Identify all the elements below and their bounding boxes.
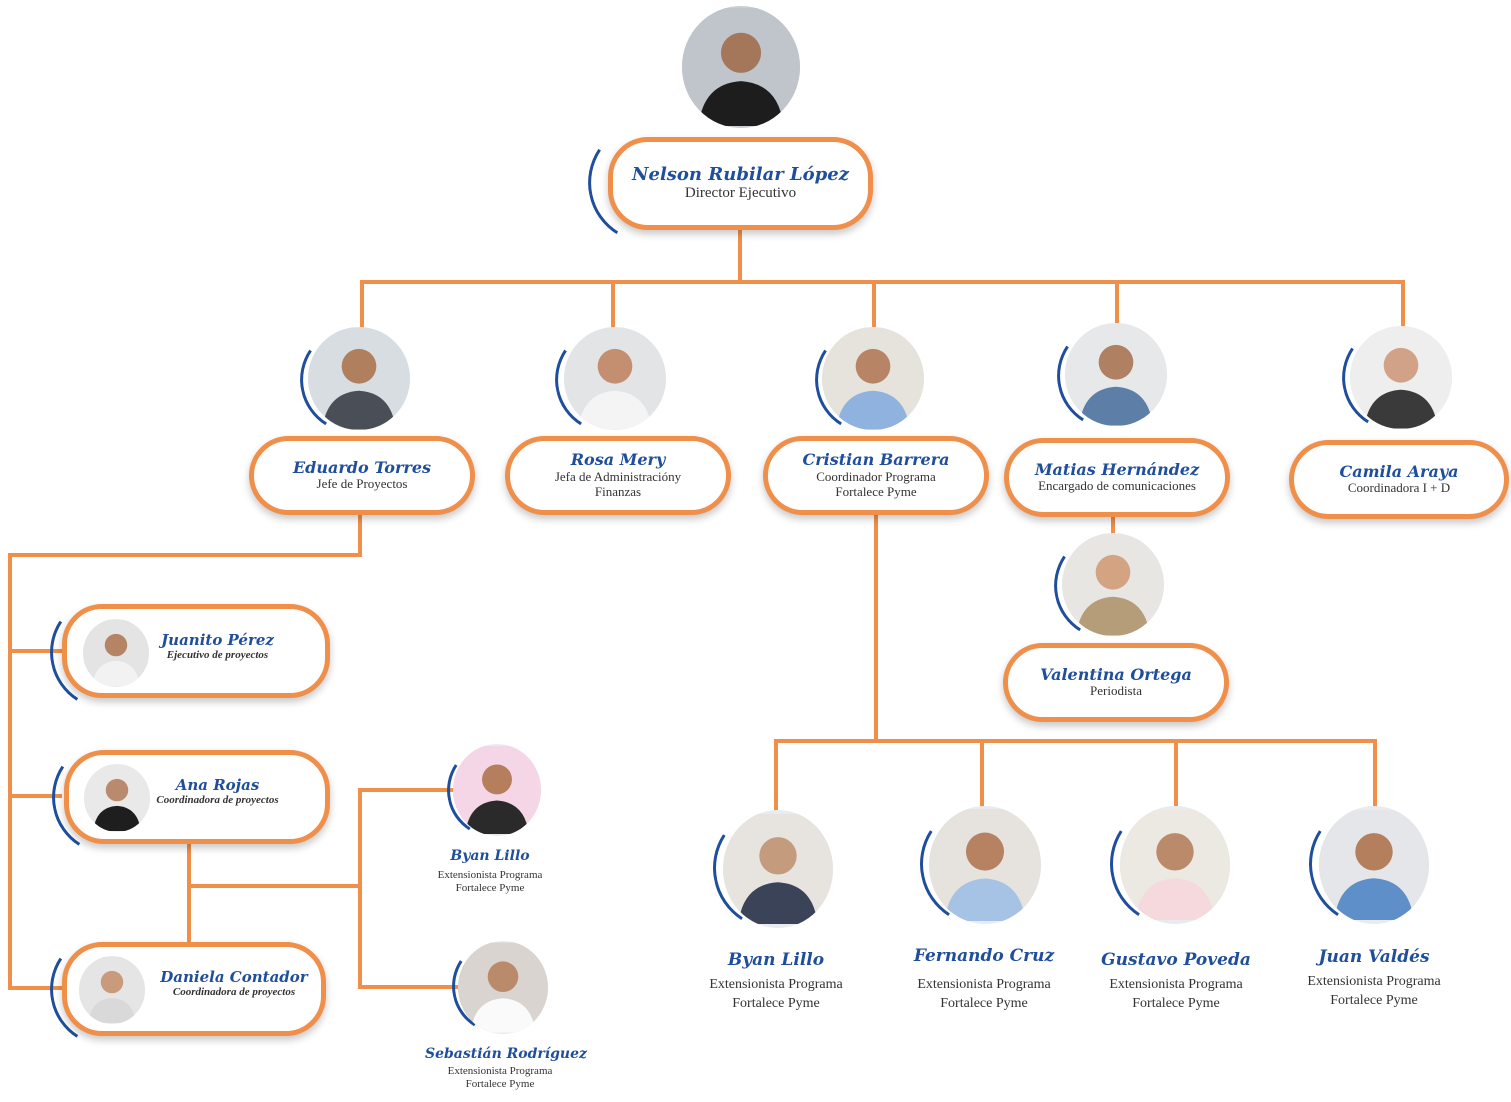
- person-photo-icon: [822, 327, 924, 430]
- manager-card: Eduardo Torres Jefe de Proyectos: [249, 436, 475, 515]
- person-role-line1: Extensionista Programa: [917, 976, 1051, 992]
- person-role-line2: Fortalece Pyme: [940, 995, 1028, 1011]
- person-role-line2: Fortalece Pyme: [465, 1077, 535, 1090]
- person-name: Juanito Pérez: [161, 631, 274, 649]
- extensionist-text: Byan Lillo Extensionista Programa Fortal…: [420, 848, 560, 894]
- person-role: Director Ejecutivo: [684, 185, 797, 202]
- extensionist-text: Gustavo Poveda Extensionista Programa Fo…: [1090, 950, 1262, 1012]
- person-role: Coordinadora de proyectos: [172, 986, 296, 999]
- person-role: Periodista: [1090, 683, 1142, 699]
- person-role: Jefe de Proyectos: [316, 476, 408, 492]
- person-photo-icon: [84, 764, 150, 832]
- person-role-line2: Finanzas: [594, 483, 642, 499]
- person-role-line1: Extensionista Programa: [709, 976, 843, 992]
- person-photo-icon: [564, 327, 666, 430]
- person-photo-icon: [1319, 806, 1429, 924]
- extensionist-text: Fernando Cruz Extensionista Programa For…: [898, 946, 1070, 1012]
- person-name: Fernando Cruz: [913, 946, 1055, 966]
- person-name: Valentina Ortega: [1040, 664, 1192, 684]
- person-photo-icon: [83, 619, 149, 687]
- person-photo-icon: [723, 810, 833, 928]
- person-role-line1: Extensionista Programa: [1307, 973, 1441, 989]
- person-photo-icon: [308, 327, 410, 430]
- person-name: Cristian Barrera: [802, 450, 950, 470]
- manager-card: Rosa Mery Jefa de Administracióny Finanz…: [505, 436, 731, 515]
- person-role-line1: Extensionista Programa: [447, 1065, 553, 1078]
- person-photo-icon: [458, 941, 548, 1034]
- person-name: Rosa Mery: [570, 450, 666, 470]
- person-role-line2: Fortalece Pyme: [835, 483, 917, 499]
- extensionist-text: Juan Valdés Extensionista Programa Forta…: [1288, 947, 1460, 1009]
- person-role-line2: Fortalece Pyme: [1132, 995, 1220, 1011]
- person-photo-icon: [453, 744, 541, 836]
- extensionist-text: Byan Lillo Extensionista Programa Fortal…: [690, 950, 862, 1012]
- person-role-line1: Extensionista Programa: [1109, 976, 1243, 992]
- person-name: Juan Valdés: [1318, 947, 1430, 967]
- person-photo-icon: [1065, 323, 1167, 426]
- person-role-line2: Fortalece Pyme: [1330, 992, 1418, 1008]
- project-team-text: Daniela Contador Coordinadora de proyect…: [155, 968, 313, 999]
- person-name: Camila Araya: [1339, 461, 1459, 481]
- person-name: Eduardo Torres: [292, 457, 432, 477]
- director-card: Nelson Rubilar López Director Ejecutivo: [608, 137, 873, 230]
- person-role-line2: Fortalece Pyme: [732, 995, 820, 1011]
- person-name: Gustavo Poveda: [1101, 950, 1251, 970]
- manager-card: Camila Araya Coordinadora I + D: [1289, 440, 1509, 519]
- person-role: Coordinadora de proyectos: [156, 794, 279, 807]
- person-name: Sebastián Rodríguez: [425, 1046, 587, 1062]
- person-name: Nelson Rubilar López: [632, 163, 849, 185]
- person-role: Encargado de comunicaciones: [1038, 478, 1196, 494]
- person-role-line1: Coordinador Programa: [816, 468, 936, 484]
- person-role-line1: Jefa de Administracióny: [554, 468, 682, 484]
- project-team-text: Ana Rojas Coordinadora de proyectos: [150, 776, 285, 807]
- person-photo-icon: [1120, 806, 1230, 924]
- comms-report-card: Valentina Ortega Periodista: [1003, 643, 1229, 722]
- project-team-text: Juanito Pérez Ejecutivo de proyectos: [150, 631, 285, 662]
- person-role: Coordinadora I + D: [1347, 480, 1451, 496]
- connector-eduardo: [8, 511, 362, 990]
- person-name: Ana Rojas: [175, 776, 260, 794]
- person-photo-icon: [682, 6, 800, 128]
- manager-card: Cristian Barrera Coordinador Programa Fo…: [763, 436, 989, 515]
- person-photo-icon: [929, 806, 1041, 924]
- manager-card: Matias Hernández Encargado de comunicaci…: [1004, 438, 1230, 517]
- person-name: Byan Lillo: [450, 848, 530, 864]
- person-name: Daniela Contador: [160, 968, 308, 986]
- person-role-line1: Extensionista Programa: [437, 869, 543, 882]
- person-photo-icon: [1350, 326, 1452, 429]
- extensionist-text: Sebastián Rodríguez Extensionista Progra…: [425, 1046, 587, 1090]
- person-name: Byan Lillo: [727, 950, 825, 970]
- person-photo-icon: [1062, 533, 1164, 636]
- person-name: Matias Hernández: [1034, 459, 1200, 479]
- person-role-line2: Fortalece Pyme: [455, 881, 525, 894]
- person-photo-icon: [79, 956, 145, 1024]
- person-role: Ejecutivo de proyectos: [166, 649, 269, 662]
